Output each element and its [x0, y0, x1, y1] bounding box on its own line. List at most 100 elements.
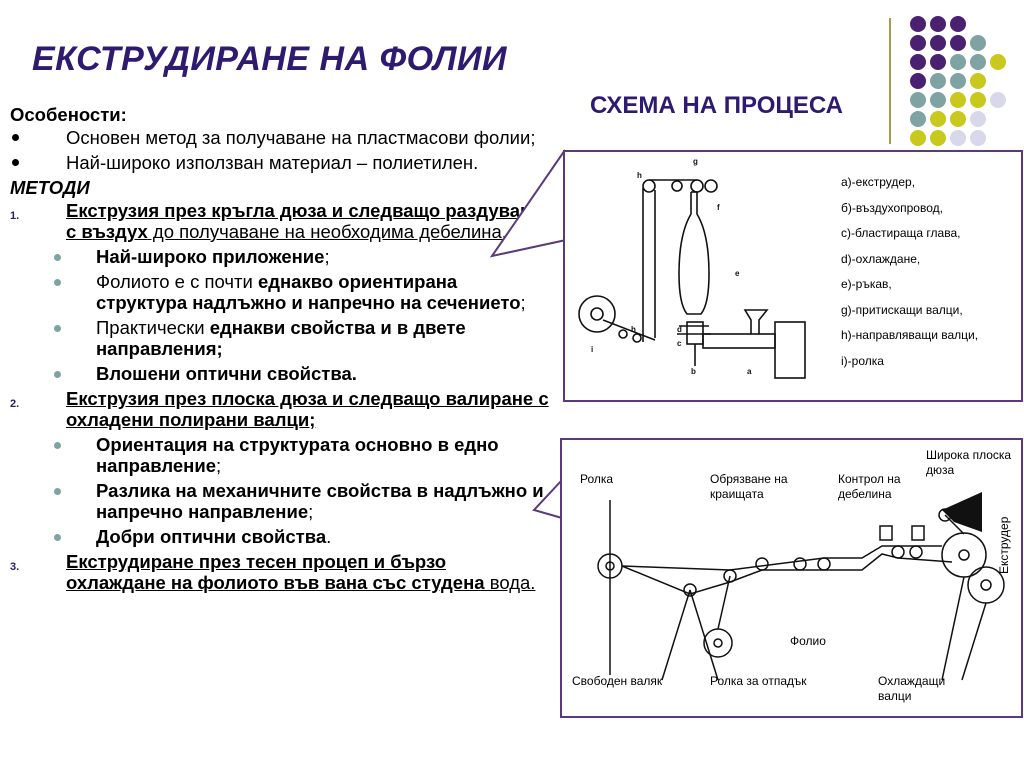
decor-dot	[970, 73, 986, 89]
method-2: 2. Екструзия през плоска дюза и следващо…	[10, 388, 550, 430]
label-die: Широка плоска дюза	[926, 448, 1012, 477]
flat-film-drawing	[597, 492, 1005, 681]
feature-item: Най-широко използван материал – полиетил…	[10, 152, 550, 173]
scheme-title: СХЕМА НА ПРОЦЕСА	[590, 92, 843, 119]
decor-dot	[910, 130, 926, 146]
decor-dot	[970, 111, 986, 127]
method-1-title: Екструзия през кръгла дюза и следващо ра…	[66, 200, 542, 242]
decor-dot	[930, 54, 946, 70]
decor-dot	[930, 130, 946, 146]
feature-text: Най-широко използван материал – полиетил…	[66, 152, 479, 173]
point-text: Най-широко приложение	[96, 246, 325, 267]
decor-dot	[950, 73, 966, 89]
decor-dot	[910, 111, 926, 127]
method-1-point: Най-широко приложение;	[10, 246, 550, 267]
decor-dot	[950, 54, 966, 70]
method-1: 1. Екструзия през кръгла дюза и следващо…	[10, 200, 550, 242]
method-1-title-rest: до получаване на необходима дебелина.	[147, 221, 507, 242]
point-text: Влошени оптични свойства.	[96, 363, 357, 384]
point-end: ;	[324, 246, 330, 267]
point-end: .	[326, 526, 332, 547]
point-bold: Разлика на механичните свойства в надлъж…	[96, 480, 544, 522]
callout-pointer	[532, 479, 563, 519]
diagram-letter: g	[693, 157, 698, 166]
decor-dot	[950, 16, 966, 32]
diagram-letter: a	[747, 367, 752, 376]
point-bold: Добри оптични свойства	[96, 526, 327, 547]
legend-item: d)-охлаждане,	[841, 251, 921, 266]
decor-dot	[930, 111, 946, 127]
bullet-icon	[54, 325, 61, 332]
decor-dot	[970, 35, 986, 51]
label-thickness: Контрол на дебелина	[838, 472, 901, 501]
decor-dot	[930, 35, 946, 51]
legend-item: e)-ръкав,	[841, 277, 892, 291]
blown-film-drawing: h g f e h i d c b a	[578, 157, 806, 379]
label-extruder: Екструдер	[997, 516, 1011, 574]
method-3: 3. Екструдиране през тесен процеп и бърз…	[10, 551, 550, 593]
decor-dot	[910, 73, 926, 89]
method-2-point: Разлика на механичните свойства в надлъж…	[10, 480, 550, 522]
label-free-roll: Свободен валяк	[572, 674, 663, 688]
blown-film-diagram: h g f e h i d c b a a)-екструдер, б)-въз…	[563, 150, 1023, 402]
method-1-point: Влошени оптични свойства.	[10, 363, 550, 384]
decor-dot	[910, 92, 926, 108]
diagram-letter: h	[637, 171, 642, 180]
diagram-letter: f	[717, 203, 720, 212]
features-heading: Особености:	[10, 104, 127, 125]
bullet-icon	[54, 442, 61, 449]
bullet-icon	[54, 279, 61, 286]
diagram-letter: b	[691, 367, 696, 376]
diagram-letter: e	[735, 269, 740, 278]
label-film: Фолио	[790, 634, 826, 648]
decor-dot	[930, 92, 946, 108]
point-text: Практически	[96, 317, 210, 338]
point-bold: Ориентация на структурата основно в едно…	[96, 434, 499, 476]
point-bold: еднакво ориентирана структура надлъжно и…	[96, 271, 521, 313]
legend-item: б)-въздухопровод,	[841, 200, 943, 215]
legend-item: i)-ролка	[841, 353, 884, 368]
bullet-icon	[12, 159, 19, 166]
label-roll: Ролка	[580, 472, 614, 486]
method-1-point: Фолиото е с почти еднакво ориентирана ст…	[10, 271, 550, 313]
diagram-letter: h	[631, 325, 636, 334]
bullet-icon	[12, 134, 19, 141]
decor-dot	[950, 35, 966, 51]
method-2-title: Екструзия през плоска дюза и следващо ва…	[66, 388, 549, 430]
decor-dot	[990, 92, 1006, 108]
bullet-icon	[54, 488, 61, 495]
decor-dot	[950, 111, 966, 127]
legend-item: h)-направляващи валци,	[841, 328, 979, 342]
legend-item: c)-бластираща глава,	[841, 226, 961, 240]
decor-dot	[990, 54, 1006, 70]
decor-line	[889, 18, 891, 144]
slide-title: ЕКСТРУДИРАНЕ НА ФОЛИИ	[32, 40, 507, 78]
legend: a)-екструдер, б)-въздухопровод, c)-бласт…	[841, 170, 978, 374]
decor-dot	[970, 130, 986, 146]
label-waste-roll: Ролка за отпадък	[710, 674, 807, 688]
decor-dot	[950, 130, 966, 146]
bullet-icon	[54, 534, 61, 541]
method-number: 2.	[10, 398, 20, 410]
content-area: Особености: Основен метод за получаване …	[10, 104, 550, 597]
label-trim: Обрязване на краищата	[710, 472, 788, 501]
method-3-title: Екструдиране през тесен процеп и бързо о…	[66, 551, 485, 593]
bullet-icon	[54, 254, 61, 261]
label-cooling: Охлаждащи валци	[878, 674, 946, 703]
flat-film-diagram: Ролка Обрязване на краищата Контрол на д…	[560, 438, 1023, 718]
method-2-point: Ориентация на структурата основно в едно…	[10, 434, 550, 476]
decor-dot	[910, 54, 926, 70]
decor-dot	[930, 73, 946, 89]
decor-dot	[930, 16, 946, 32]
decor-dot	[970, 92, 986, 108]
decor-dot	[950, 92, 966, 108]
method-number: 3.	[10, 561, 20, 573]
legend-item: a)-екструдер,	[841, 175, 916, 189]
point-end: ;	[520, 292, 526, 313]
legend-item: g)-притискащи валци,	[841, 302, 963, 317]
point-end: ;	[216, 455, 222, 476]
method-1-point: Практически еднакви свойства и в двете н…	[10, 317, 550, 359]
method-2-point: Добри оптични свойства.	[10, 526, 550, 547]
feature-item: Основен метод за получаване на пластмасо…	[10, 127, 550, 148]
decor-dot	[910, 35, 926, 51]
